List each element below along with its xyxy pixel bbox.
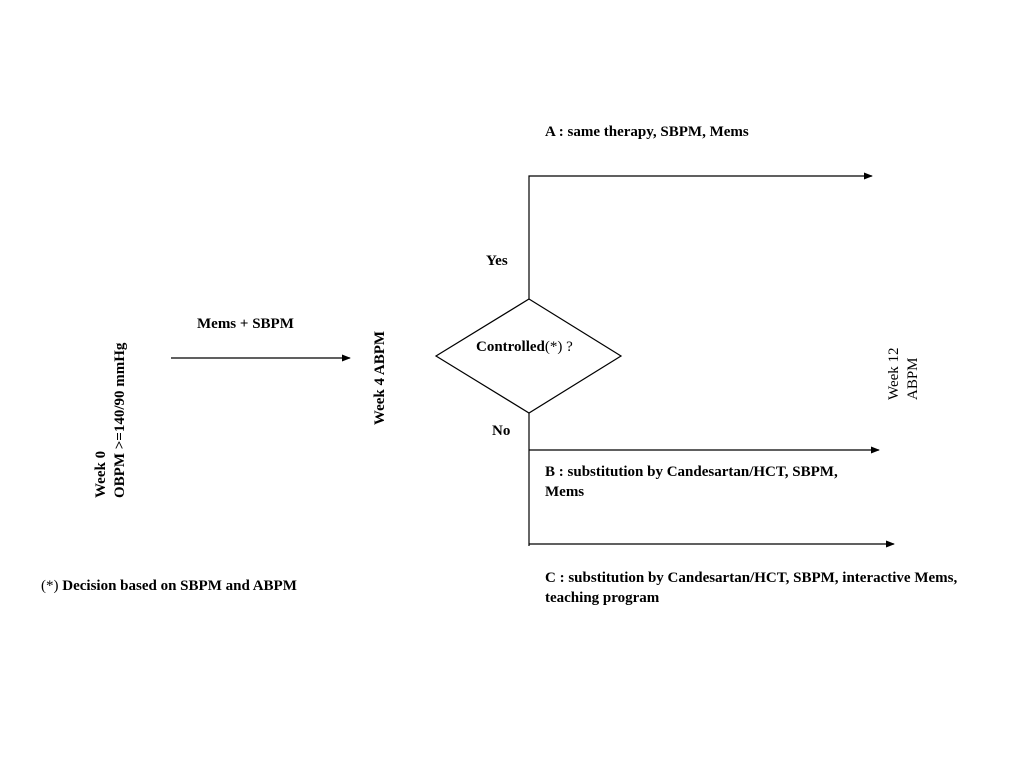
- outcome-b-letter: B: [545, 464, 556, 480]
- footnote: (*) Decision based on SBPM and ABPM: [41, 576, 297, 596]
- week12-line1: Week 12: [886, 347, 902, 400]
- outcome-a-letter: A: [545, 124, 556, 140]
- decision-text: Controlled: [476, 339, 545, 355]
- decision-label: Controlled(*) ?: [476, 337, 573, 357]
- week0-line2: OBPM >=140/90 mmHg: [112, 342, 128, 498]
- outcome-b-text-line2: Mems: [545, 484, 585, 500]
- outcome-c-text-line1: : substitution by Candesartan/HCT, SBPM,…: [555, 570, 958, 586]
- no-label: No: [492, 423, 511, 439]
- outcome-c-text-line2: teaching program: [545, 590, 660, 606]
- outcome-a: A : same therapy, SBPM, Mems: [545, 122, 749, 142]
- outcome-b: B : substitution by Candesartan/HCT, SBP…: [545, 462, 905, 502]
- outcome-c-letter: C: [545, 570, 556, 586]
- footnote-marker: (*): [41, 578, 59, 594]
- decision-marker: (*) ?: [544, 339, 573, 355]
- outcome-c: C : substitution by Candesartan/HCT, SBP…: [545, 568, 1015, 608]
- week12-line2: ABPM: [905, 357, 921, 400]
- week0-line1: Week 0: [93, 450, 109, 498]
- week4-label: Week 4 ABPM: [371, 318, 391, 438]
- outcome-a-text: : same therapy, SBPM, Mems: [555, 124, 749, 140]
- arrow-label-mems-sbpm: Mems + SBPM: [197, 316, 294, 332]
- arrow-yes-branch: [528, 172, 873, 299]
- week0-label: Week 0 OBPM >=140/90 mmHg: [92, 318, 130, 498]
- outcome-b-text-line1: : substitution by Candesartan/HCT, SBPM,: [555, 464, 838, 480]
- footnote-text: Decision based on SBPM and ABPM: [58, 578, 297, 594]
- week12-label: Week 12 ABPM: [885, 320, 923, 400]
- week4-text: Week 4 ABPM: [372, 330, 388, 426]
- yes-label: Yes: [486, 253, 508, 269]
